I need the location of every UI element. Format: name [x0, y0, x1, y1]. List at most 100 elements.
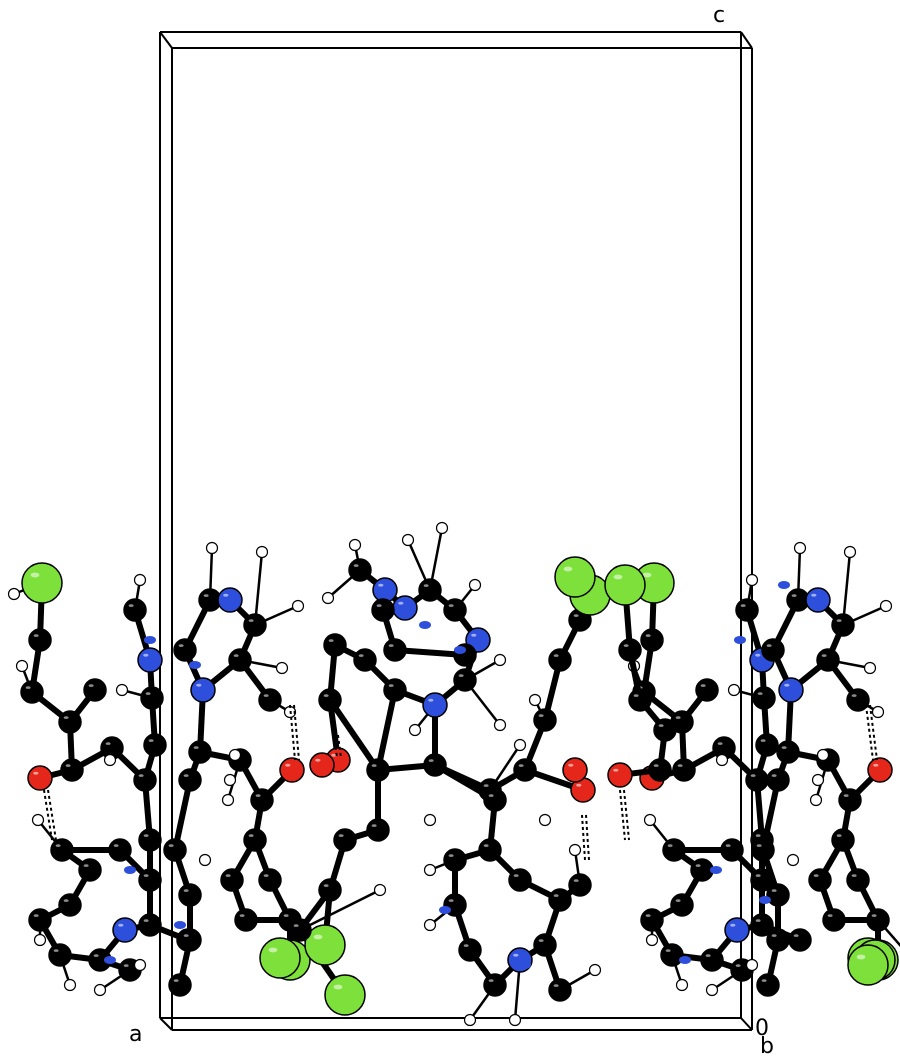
- atom-highlight: [371, 824, 377, 827]
- carbon-atom: [423, 753, 447, 777]
- hydrogen-bond: [581, 814, 586, 861]
- hydrogen-atom: [93, 983, 107, 997]
- atom-highlight: [55, 844, 61, 847]
- atom-highlight: [784, 683, 790, 687]
- atom-highlight: [285, 763, 291, 767]
- hydrogen-atom: [115, 683, 129, 697]
- oxygen-atom: [867, 757, 893, 783]
- atom-highlight: [83, 864, 89, 867]
- carbon-atom: [568, 873, 592, 897]
- atom-highlight: [677, 764, 683, 767]
- carbon-atom: [513, 758, 537, 782]
- nitrogen-atom-partial: [144, 636, 156, 644]
- atom-highlight: [576, 783, 582, 787]
- carbon-atom: [50, 838, 74, 862]
- carbon-atom: [508, 868, 532, 892]
- carbon-atom: [418, 578, 442, 602]
- atom-highlight: [793, 934, 799, 937]
- carbon-atom: [366, 758, 390, 782]
- atom-highlight: [448, 604, 454, 607]
- hydrogen-atom: [468, 578, 482, 592]
- atom-highlight: [791, 594, 797, 597]
- atom-highlight: [378, 583, 384, 587]
- atom-highlight: [717, 742, 723, 745]
- atom-highlight: [338, 834, 344, 837]
- chlorine-atom: [304, 924, 346, 966]
- oxygen-atom: [279, 757, 305, 783]
- atom-highlight: [568, 763, 574, 767]
- atom-highlight: [781, 746, 787, 749]
- atom-highlight: [376, 604, 382, 607]
- carbon-atom: [483, 788, 507, 812]
- hydrogen-atom: [15, 659, 29, 673]
- atom-highlight: [33, 771, 39, 775]
- hydrogen-atom: [223, 773, 237, 787]
- carbon-atom: [752, 686, 776, 710]
- carbon-atom: [816, 648, 840, 672]
- atom-highlight: [315, 758, 321, 762]
- atom-highlight: [323, 694, 329, 697]
- atom-highlight: [811, 593, 817, 597]
- atom-highlight: [695, 864, 701, 867]
- atom-highlight: [613, 768, 619, 772]
- hydrogen-atom: [291, 599, 305, 613]
- carbon-atom: [383, 638, 407, 662]
- hydrogen-atom: [588, 963, 602, 977]
- hydrogen-bond: [337, 734, 342, 759]
- atom-highlight: [658, 724, 664, 727]
- atom-highlight: [53, 949, 59, 952]
- atom-highlight: [871, 914, 877, 917]
- carbon-atom: [258, 868, 282, 892]
- atom-highlight: [873, 763, 879, 767]
- bond: [298, 888, 382, 932]
- atom-highlight: [513, 874, 519, 877]
- atom-highlight: [563, 566, 573, 572]
- hydrogen-atom: [373, 883, 387, 897]
- carbon-atom: [366, 818, 390, 842]
- atom-highlight: [613, 574, 623, 580]
- carbon-atom: [318, 688, 342, 712]
- unit-cell-edge: [159, 1017, 173, 1031]
- unit-cell-edge: [159, 31, 173, 49]
- nitrogen-atom-partial: [734, 636, 746, 644]
- carbon-atom: [483, 973, 507, 997]
- atom-highlight: [88, 684, 94, 687]
- carbon-atom: [78, 858, 102, 882]
- hydrogen-atom: [528, 693, 542, 707]
- atom-highlight: [538, 939, 544, 942]
- nitrogen-atom-partial: [439, 906, 451, 914]
- chlorine-atom: [554, 556, 596, 598]
- hydrogen-atom: [513, 738, 527, 752]
- atom-highlight: [538, 714, 544, 717]
- nitrogen-atom: [137, 647, 163, 673]
- carbon-atom: [766, 883, 790, 907]
- carbon-atom: [695, 678, 719, 702]
- atom-highlight: [203, 594, 209, 597]
- hydrogen-atom: [809, 793, 823, 807]
- carbon-atom: [178, 883, 202, 907]
- carbon-atom: [108, 838, 132, 862]
- atom-highlight: [755, 919, 761, 922]
- carbon-atom: [250, 788, 274, 812]
- carbon-atom: [690, 858, 714, 882]
- nitrogen-atom: [217, 587, 243, 613]
- carbon-atom: [48, 943, 72, 967]
- nitrogen-atom-partial: [519, 961, 531, 969]
- atom-highlight: [623, 644, 629, 647]
- hydrogen-bond: [43, 789, 53, 841]
- oxygen-atom: [309, 752, 335, 778]
- nitrogen-atom: [805, 587, 831, 613]
- atom-highlight: [760, 739, 766, 742]
- hydrogen-bond: [47, 789, 57, 841]
- atom-highlight: [25, 686, 31, 689]
- hydrogen-atom: [423, 813, 437, 827]
- atom-highlight: [700, 684, 706, 687]
- carbon-atom: [808, 868, 832, 892]
- carbon-atom: [28, 628, 52, 652]
- atom-highlight: [248, 834, 254, 837]
- atom-highlight: [633, 694, 639, 697]
- chlorine-atom: [604, 564, 646, 606]
- carbon-atom: [140, 686, 164, 710]
- atom-highlight: [483, 844, 489, 847]
- carbon-atom: [788, 928, 812, 952]
